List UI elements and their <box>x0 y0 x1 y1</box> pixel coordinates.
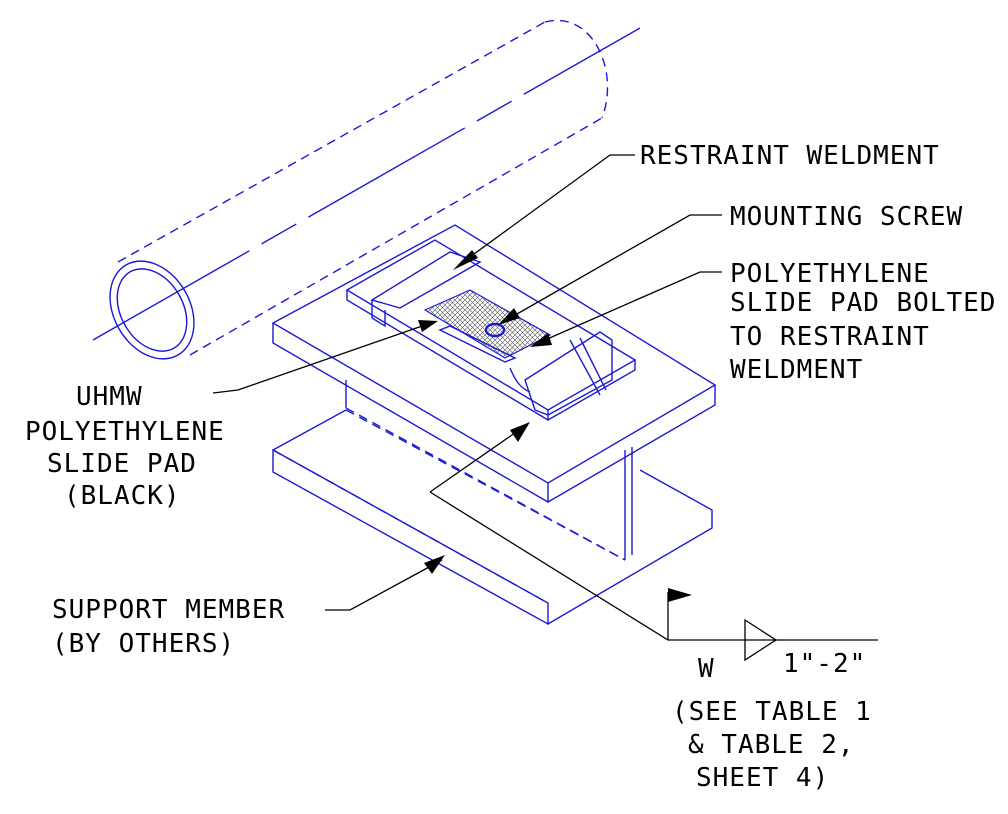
label-uhmw-line3: SLIDE PAD <box>47 449 197 479</box>
label-uhmw-line4: (BLACK) <box>64 481 181 511</box>
weld-ref-line3: SHEET 4) <box>696 763 829 793</box>
restraint-weldment <box>345 239 637 422</box>
leader-poly-slide-pad <box>530 271 722 347</box>
leader-mounting-screw <box>498 214 722 325</box>
field-weld-flag-icon <box>668 588 692 602</box>
label-restraint-weldment: RESTRAINT WELDMENT <box>640 141 940 171</box>
label-mounting-screw: MOUNTING SCREW <box>730 202 963 232</box>
leader-uhmw-pad <box>212 320 438 394</box>
weld-size-label: 1"-2" <box>783 649 866 679</box>
leader-weld <box>429 422 878 641</box>
leader-support-member <box>325 555 445 611</box>
label-poly-pad-line1: POLYETHYLENE <box>730 259 930 289</box>
fillet-weld-icon <box>744 618 778 662</box>
label-support-line2: (BY OTHERS) <box>52 629 235 659</box>
label-support-line1: SUPPORT MEMBER <box>52 595 285 625</box>
mounting-screw-marker <box>484 322 506 338</box>
weld-ref-line2: & TABLE 2, <box>688 730 855 760</box>
weld-symbol <box>667 588 778 662</box>
label-uhmw-line2: POLYETHYLENE <box>25 417 225 447</box>
label-poly-pad-line4: WELDMENT <box>730 355 863 385</box>
weld-ref-line1: (SEE TABLE 1 <box>672 697 872 727</box>
support-member-beam <box>271 224 717 626</box>
labels: RESTRAINT WELDMENT MOUNTING SCREW POLYET… <box>25 141 996 793</box>
slide-pad <box>423 289 552 363</box>
label-poly-pad-line2: SLIDE PAD BOLTED <box>730 288 996 318</box>
label-uhmw-line1: UHMW <box>76 382 143 412</box>
pipe <box>92 19 641 360</box>
weld-type-label: W <box>698 654 715 684</box>
label-poly-pad-line3: TO RESTRAINT <box>730 322 930 352</box>
leader-restraint-weldment <box>453 154 635 270</box>
